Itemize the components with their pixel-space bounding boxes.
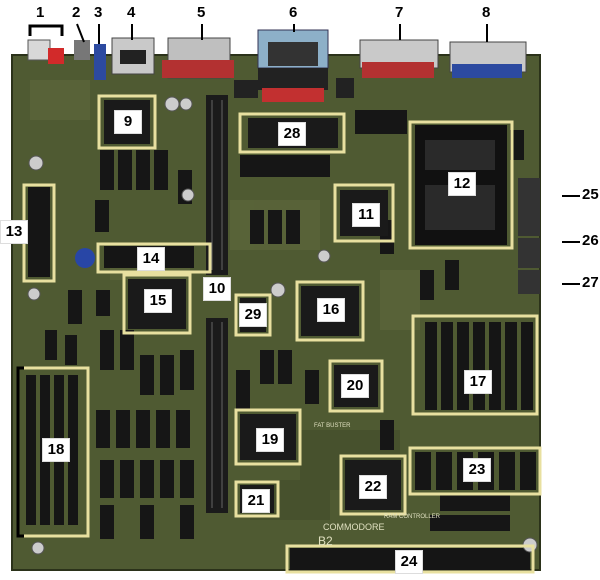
label-15: 15 xyxy=(144,289,172,313)
board-ramcontroller-text: RAM CONTROLLER xyxy=(384,514,441,520)
label-8: 8 xyxy=(482,4,491,21)
bracket-1 xyxy=(28,24,64,36)
board-maker-text: COMMODORE xyxy=(323,522,385,532)
board-revision-text: B2 xyxy=(318,534,333,548)
label-17: 17 xyxy=(464,370,492,394)
label-9: 9 xyxy=(114,110,142,134)
slot-pins xyxy=(211,100,223,508)
label-10: 10 xyxy=(203,277,231,301)
label-28: 28 xyxy=(278,122,306,146)
label-13: 13 xyxy=(0,220,28,244)
label-12: 12 xyxy=(448,172,476,196)
label-19: 19 xyxy=(256,428,284,452)
label-20: 20 xyxy=(341,374,369,398)
label-27: 27 xyxy=(582,274,599,291)
pointer-lines xyxy=(76,23,580,285)
label-26: 26 xyxy=(582,232,599,249)
label-1: 1 xyxy=(36,4,45,21)
label-7: 7 xyxy=(395,4,404,21)
ram-chips-17 xyxy=(425,322,533,410)
chip-13-body xyxy=(28,187,50,277)
label-4: 4 xyxy=(127,4,136,21)
label-23: 23 xyxy=(463,458,491,482)
label-22: 22 xyxy=(359,475,387,499)
board-fatbuster-text: FAT BUSTER xyxy=(314,423,351,429)
label-11: 11 xyxy=(352,203,380,227)
right-ports xyxy=(518,178,540,236)
expansion-slot-lower xyxy=(206,318,228,513)
label-6: 6 xyxy=(289,4,298,21)
dip-chips xyxy=(45,110,524,539)
label-16: 16 xyxy=(317,298,345,322)
top-connectors xyxy=(27,29,527,102)
label-24: 24 xyxy=(395,550,423,574)
label-18: 18 xyxy=(42,438,70,462)
label-14: 14 xyxy=(137,247,165,271)
label-29: 29 xyxy=(239,303,267,327)
blue-capacitor xyxy=(75,248,95,268)
label-3: 3 xyxy=(94,4,103,21)
label-2: 2 xyxy=(72,4,81,21)
label-21: 21 xyxy=(242,489,270,513)
component-highlights xyxy=(16,94,542,574)
label-25: 25 xyxy=(582,186,599,203)
bracket-18 xyxy=(16,366,24,538)
label-5: 5 xyxy=(197,4,206,21)
